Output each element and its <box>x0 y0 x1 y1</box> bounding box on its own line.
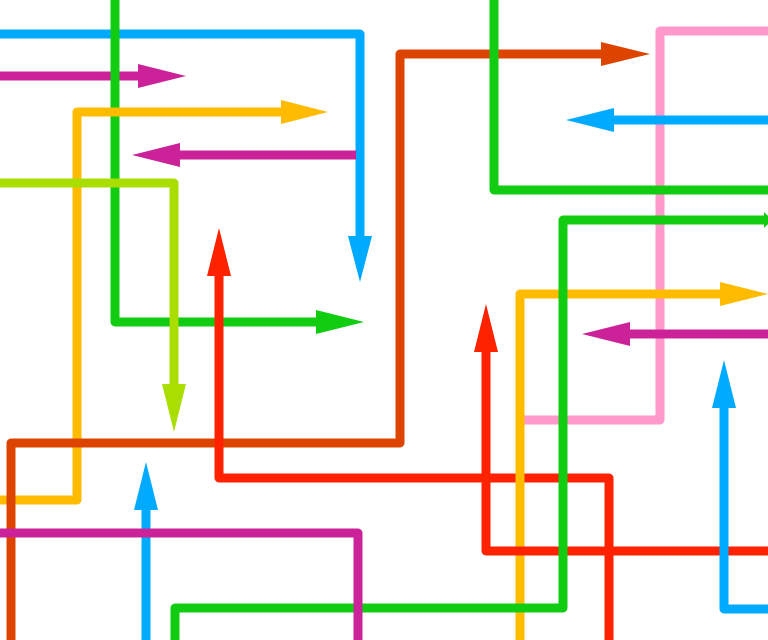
magenta-line-bottom <box>0 528 363 640</box>
red-arrow-center <box>207 228 614 640</box>
orange-arrow <box>6 42 650 640</box>
lime-arrow <box>0 178 186 432</box>
green-arrow-top-right <box>489 0 768 195</box>
magenta-arrow-middle <box>132 143 356 167</box>
blue-arrow-top <box>0 29 372 282</box>
green-arrow-right <box>170 212 768 640</box>
green-arrow-left <box>110 0 364 334</box>
yellow-arrow-left <box>0 100 328 505</box>
blue-arrow-bottom-left <box>134 462 158 640</box>
blue-arrow-bottom-right <box>712 360 768 614</box>
magenta-arrow-top <box>0 64 186 88</box>
red-arrow-right <box>474 304 768 556</box>
yellow-arrow-right <box>515 282 768 640</box>
magenta-arrow-right <box>582 322 768 346</box>
blue-arrow-right <box>566 108 768 132</box>
pink-line <box>520 26 768 425</box>
